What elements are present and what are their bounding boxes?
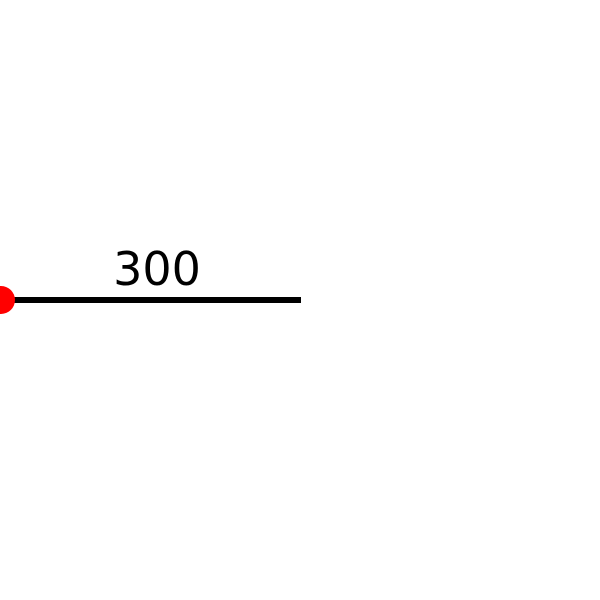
length-label: 300 — [113, 242, 201, 296]
endpoint-dot — [0, 286, 15, 314]
